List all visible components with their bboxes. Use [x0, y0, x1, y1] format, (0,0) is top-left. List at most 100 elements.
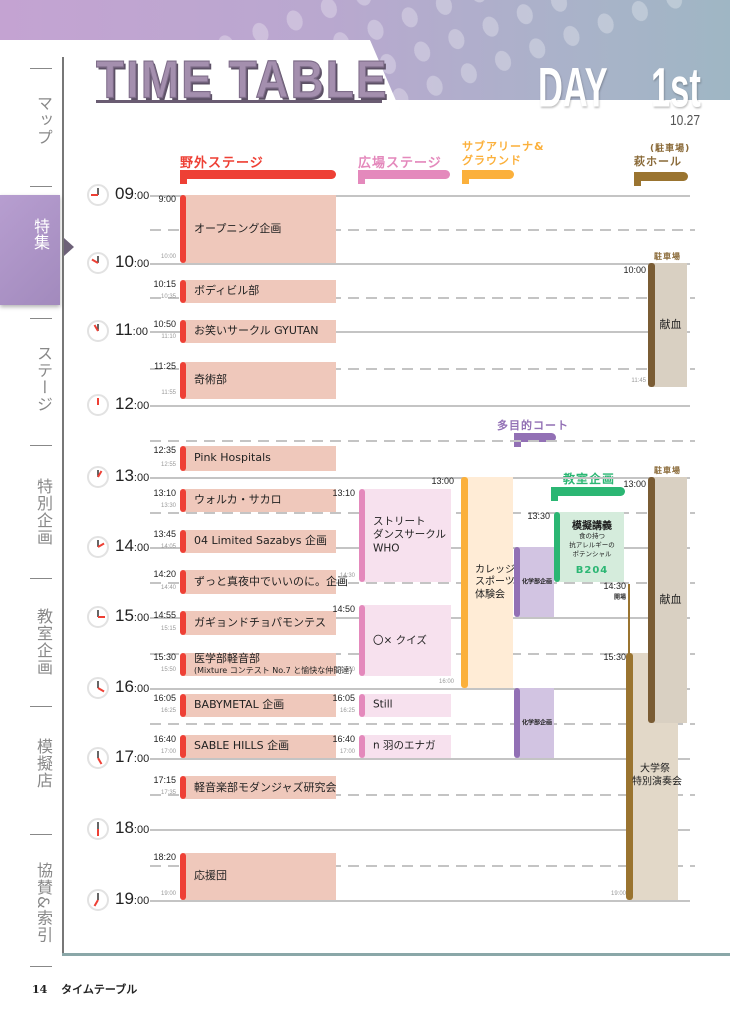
pre-open-time: 14:30 — [603, 581, 626, 591]
clock-icon — [87, 466, 109, 488]
sidebar-item-sponsors-index[interactable]: 協賛&索引 — [34, 862, 53, 944]
hour-gridline — [150, 263, 690, 265]
event-block[interactable]: カレッジ スポーツ 体験会 — [461, 477, 515, 688]
sidebar-separator — [30, 68, 52, 69]
event-accent-bar — [180, 319, 186, 344]
event-block[interactable]: 医学部軽音部(Mixture コンテスト No.7 と愉快な仲間達) — [180, 652, 352, 677]
half-hour-gridline — [150, 793, 695, 796]
event-accent-bar — [359, 734, 365, 758]
event-block[interactable]: ボディビル部 — [180, 280, 336, 303]
event-block[interactable]: 献血 — [648, 263, 687, 387]
hour-label: 13:00 — [115, 466, 149, 486]
sidebar-item-classroom[interactable]: 教室企画 — [34, 608, 53, 676]
hour-value: 18 — [115, 818, 134, 837]
event-name: n 羽のエナガ — [373, 739, 436, 752]
minute-value: :00 — [133, 612, 150, 624]
hour-value: 16 — [115, 677, 134, 696]
event-block[interactable]: 奇術部 — [180, 361, 336, 399]
column-bracket-leg — [462, 178, 469, 184]
sidebar-item-shops[interactable]: 模擬店 — [34, 738, 53, 789]
event-block[interactable]: 04 Limited Sazabys 企画 — [180, 529, 336, 553]
event-block[interactable]: SABLE HILLS 企画 — [180, 734, 336, 758]
sidebar-item-special[interactable]: 特別企画 — [34, 478, 53, 546]
event-accent-bar — [648, 477, 655, 723]
event-block[interactable]: ウォルカ・サカロ — [180, 488, 336, 512]
event-block[interactable]: 〇× クイズ — [359, 605, 451, 677]
event-block[interactable]: 軽音楽部モダンジャズ研究会 — [180, 775, 336, 800]
event-title: ウォルカ・サカロ — [194, 493, 282, 507]
event-accent-bar — [359, 488, 365, 582]
column-bracket-subarena — [462, 170, 514, 179]
event-name: Pink Hospitals — [194, 452, 271, 466]
sidebar-item-feature[interactable]: 特集 — [31, 218, 50, 250]
event-block[interactable]: お笑いサークル GYUTAN — [180, 319, 336, 344]
event-bg — [184, 529, 336, 553]
event-block[interactable]: BABYMETAL 企画 — [180, 693, 336, 718]
event-name: Still — [373, 698, 393, 711]
event-name: BABYMETAL 企画 — [194, 699, 284, 713]
content-bottom-border — [62, 953, 730, 956]
clock-icon — [87, 747, 109, 769]
event-name: 医学部軽音部(Mixture コンテスト No.7 と愉快な仲間達) — [194, 652, 352, 676]
start-time: 13:00 — [431, 476, 454, 486]
event-name: 〇× クイズ — [373, 634, 427, 647]
event-name: 化学部企画 — [521, 719, 552, 727]
event-bg — [652, 477, 687, 723]
event-bg — [465, 477, 513, 688]
hour-gridline — [150, 331, 690, 333]
event-block[interactable]: ストリート ダンスサークル WHO — [359, 488, 451, 582]
event-name: オープニング企画 — [194, 222, 281, 236]
end-time: 19:00 — [160, 891, 176, 897]
end-time: 14:30 — [339, 573, 355, 579]
event-name: ずっと真夜中でいいのに。企画 — [194, 575, 348, 589]
start-time: 10:50 — [153, 318, 176, 329]
sidebar-active-tab-bg — [0, 195, 60, 305]
column-bracket-leg — [180, 178, 187, 184]
hour-gridline — [150, 900, 690, 902]
sidebar-item-map[interactable]: マップ — [34, 95, 53, 146]
event-bg — [363, 734, 451, 758]
event-bg — [184, 319, 336, 344]
hour-value: 13 — [115, 466, 134, 485]
event-block[interactable]: n 羽のエナガ — [359, 734, 451, 758]
clock-icon — [87, 818, 109, 840]
sidebar-separator — [30, 445, 52, 446]
event-block[interactable]: 応援団 — [180, 852, 336, 900]
page-footer: 14 タイムテーブル — [32, 981, 137, 997]
event-block[interactable]: ガギョンドチョパモンテス — [180, 611, 336, 635]
event-bg — [558, 512, 624, 582]
start-time: 13:00 — [623, 479, 646, 489]
event-block[interactable]: Pink Hospitals — [180, 446, 336, 471]
hour-value: 10 — [115, 252, 134, 271]
day-label: DAY — [538, 56, 608, 119]
column-bracket-hall — [634, 172, 688, 181]
event-bg — [363, 488, 451, 582]
minute-value: :00 — [133, 895, 150, 907]
event-block[interactable]: Still — [359, 693, 451, 718]
hour-label: 09:00 — [115, 184, 149, 204]
hour-label: 18:00 — [115, 818, 149, 838]
event-bg — [184, 734, 336, 758]
start-time: 18:20 — [153, 851, 176, 862]
sidebar-divider — [62, 57, 64, 955]
title-underline — [96, 100, 382, 103]
column-bracket-leg — [358, 178, 365, 184]
event-block[interactable]: 化学部企画 — [514, 547, 554, 617]
sidebar-separator — [30, 834, 52, 835]
event-block[interactable]: 化学部企画 — [514, 688, 554, 758]
event-block[interactable]: 献血 — [648, 477, 687, 723]
column-bracket-leg — [514, 441, 521, 447]
event-block[interactable]: ずっと真夜中でいいのに。企画 — [180, 570, 348, 594]
event-block[interactable]: オープニング企画 — [180, 195, 336, 263]
header-title-panel — [0, 40, 400, 110]
hour-gridline — [150, 477, 690, 479]
minute-value: :00 — [133, 542, 150, 554]
sidebar-item-stage[interactable]: ステージ — [34, 345, 53, 413]
start-time: 13:45 — [153, 528, 176, 539]
hour-value: 11 — [115, 320, 133, 339]
hour-label: 17:00 — [115, 747, 149, 767]
event-title: 医学部軽音部 — [194, 652, 260, 666]
half-hour-gridline — [150, 440, 695, 442]
start-time: 17:15 — [153, 774, 176, 785]
